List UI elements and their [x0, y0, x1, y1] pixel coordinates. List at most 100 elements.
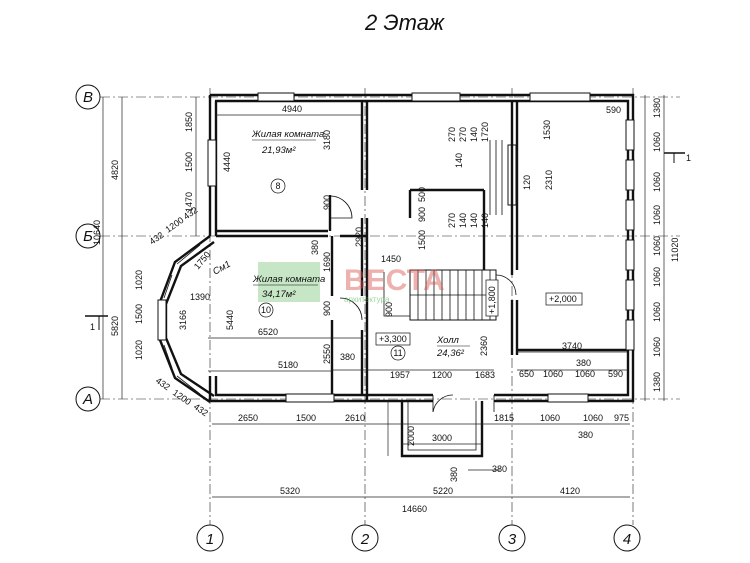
svg-text:1500: 1500 — [134, 304, 144, 324]
svg-text:3740: 3740 — [562, 341, 582, 351]
svg-text:380: 380 — [449, 467, 459, 482]
svg-text:10: 10 — [261, 305, 271, 315]
svg-text:1060: 1060 — [540, 413, 560, 423]
svg-text:1060: 1060 — [583, 413, 603, 423]
svg-text:1200: 1200 — [432, 370, 452, 380]
svg-text:1380: 1380 — [652, 372, 662, 392]
closet-label: См1 — [211, 259, 233, 278]
level-mark-garage: +2,000 — [545, 292, 583, 306]
axis-marker-a: А — [75, 386, 101, 412]
svg-text:Жилая комната: Жилая комната — [251, 129, 324, 140]
svg-text:2550: 2550 — [322, 344, 332, 364]
svg-text:4120: 4120 — [560, 486, 580, 496]
svg-text:140: 140 — [469, 127, 479, 142]
svg-text:975: 975 — [614, 413, 629, 423]
svg-text:120: 120 — [522, 175, 532, 190]
svg-text:1690: 1690 — [322, 252, 332, 272]
svg-text:10640: 10640 — [92, 220, 102, 245]
svg-text:380: 380 — [578, 430, 593, 440]
svg-text:1060: 1060 — [652, 205, 662, 225]
svg-text:2000: 2000 — [406, 426, 416, 446]
svg-text:4: 4 — [623, 531, 631, 548]
svg-text:1060: 1060 — [652, 337, 662, 357]
windows — [157, 92, 635, 403]
level-mark-stair: +1,800 — [485, 279, 499, 317]
svg-text:8: 8 — [275, 181, 280, 191]
svg-text:1060: 1060 — [652, 172, 662, 192]
axis-marker-4: 4 — [613, 524, 641, 552]
svg-text:380: 380 — [310, 240, 320, 255]
svg-text:140: 140 — [480, 213, 490, 228]
axis-marker-3: 3 — [498, 524, 526, 552]
axis-marker-b: Б — [75, 223, 101, 249]
svg-text:4940: 4940 — [282, 104, 302, 114]
svg-text:1060: 1060 — [652, 267, 662, 287]
level-mark-hall: +3,300 — [375, 332, 411, 346]
svg-text:1: 1 — [206, 531, 214, 548]
svg-text:5820: 5820 — [110, 316, 120, 336]
svg-text:3: 3 — [508, 531, 517, 548]
dimension-labels: 4940 1850 1500 1470 4820 10640 5820 1020… — [92, 98, 680, 514]
svg-text:ВЕСТА: ВЕСТА — [344, 264, 445, 297]
doors — [329, 195, 517, 413]
svg-text:+2,000: +2,000 — [549, 294, 577, 304]
section-mark-left: 1 — [85, 315, 108, 332]
svg-text:Б: Б — [83, 228, 93, 245]
svg-text:2: 2 — [360, 531, 370, 548]
room-11-label: Холл 24,36² 11 — [390, 335, 470, 361]
svg-text:1060: 1060 — [652, 302, 662, 322]
svg-text:6520: 6520 — [258, 327, 278, 337]
svg-text:11020: 11020 — [670, 238, 680, 262]
svg-text:270: 270 — [447, 213, 457, 228]
svg-text:500: 500 — [417, 187, 427, 202]
svg-text:1500: 1500 — [296, 413, 316, 423]
svg-text:3000: 3000 — [432, 433, 452, 443]
svg-text:1957: 1957 — [390, 370, 410, 380]
svg-text:24,36²: 24,36² — [436, 348, 465, 359]
dimension-lines — [102, 95, 665, 498]
svg-text:11: 11 — [393, 348, 402, 358]
svg-text:1060: 1060 — [543, 369, 563, 379]
svg-text:1683: 1683 — [475, 370, 495, 380]
svg-text:1060: 1060 — [652, 132, 662, 152]
svg-text:Жилая комната: Жилая комната — [252, 274, 325, 285]
svg-text:5320: 5320 — [280, 486, 300, 496]
svg-text:34,17м²: 34,17м² — [262, 289, 296, 300]
svg-text:1450: 1450 — [381, 254, 401, 264]
svg-text:5440: 5440 — [225, 310, 235, 330]
svg-text:5180: 5180 — [278, 360, 298, 370]
svg-text:2650: 2650 — [238, 413, 258, 423]
svg-text:3166: 3166 — [178, 310, 188, 330]
svg-text:5220: 5220 — [433, 486, 453, 496]
svg-text:4440: 4440 — [222, 152, 232, 172]
svg-text:1750: 1750 — [192, 250, 213, 272]
svg-text:380: 380 — [340, 352, 355, 362]
staircase — [383, 269, 497, 321]
svg-text:архитектура: архитектура — [344, 295, 390, 304]
svg-text:1470: 1470 — [184, 192, 194, 212]
svg-text:1: 1 — [90, 322, 95, 332]
svg-text:21,93м²: 21,93м² — [261, 145, 296, 156]
svg-text:432: 432 — [192, 401, 210, 418]
svg-text:Холл: Холл — [436, 335, 460, 346]
svg-text:650: 650 — [519, 369, 534, 379]
svg-text:1060: 1060 — [652, 236, 662, 256]
svg-text:380: 380 — [576, 358, 591, 368]
svg-text:1200: 1200 — [171, 387, 193, 407]
section-mark-right: 1 — [664, 152, 691, 163]
svg-text:432: 432 — [147, 230, 165, 247]
svg-text:2920: 2920 — [354, 227, 364, 247]
interior-walls — [216, 101, 628, 401]
svg-text:2310: 2310 — [544, 170, 554, 190]
axis-marker-2: 2 — [351, 524, 379, 552]
watermark-logo: ВЕСТА архитектура — [258, 262, 445, 304]
svg-text:4820: 4820 — [110, 160, 120, 180]
svg-text:1020: 1020 — [134, 340, 144, 360]
svg-text:1200: 1200 — [163, 215, 185, 235]
svg-text:1500: 1500 — [184, 152, 194, 172]
svg-text:1020: 1020 — [134, 270, 144, 290]
svg-text:14660: 14660 — [402, 504, 427, 514]
svg-text:140: 140 — [458, 213, 468, 228]
svg-text:В: В — [83, 89, 93, 106]
